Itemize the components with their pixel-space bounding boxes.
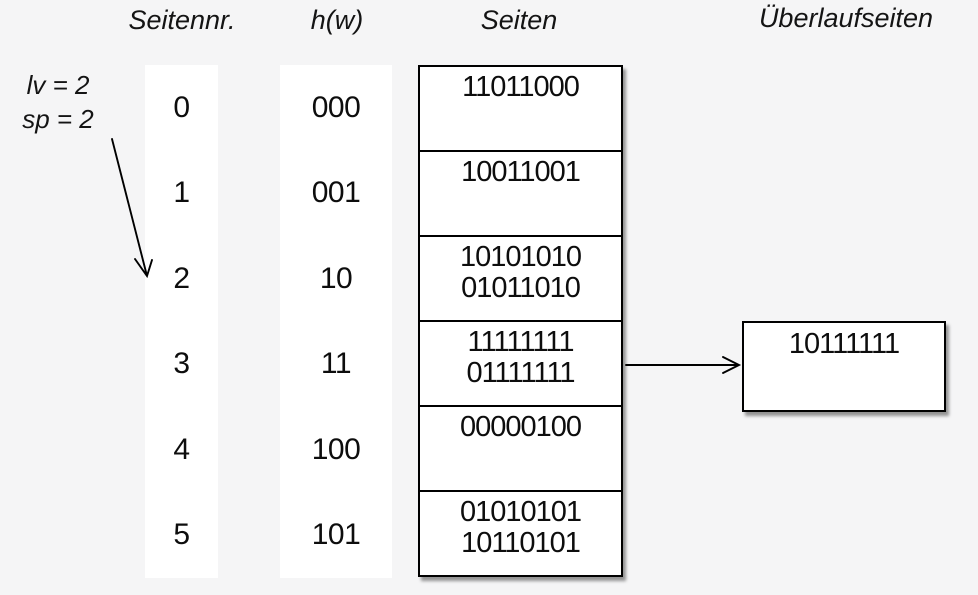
overflow-page-entry: 10111111: [788, 328, 900, 360]
page-entry: 10101010: [459, 241, 582, 273]
hash-value: 101: [311, 518, 361, 552]
table-row: 10011001: [420, 150, 621, 235]
table-row: 00000100: [420, 405, 621, 490]
sp-annotation-line: sp = 2: [22, 104, 94, 134]
page-number-column: 0 1 2 3 4 5: [145, 65, 218, 578]
column-header-pages: Seiten: [480, 5, 558, 35]
hash-value: 100: [311, 432, 361, 466]
lv-annotation-line: lv = 2: [26, 70, 90, 100]
page-entry: 00000100: [459, 411, 582, 443]
page-number: 3: [173, 347, 190, 381]
page-entry: 01111111: [466, 357, 575, 389]
column-header-page-number: Seitennr.: [128, 5, 236, 35]
page-entry: 01011010: [461, 272, 581, 304]
page-entry: 10011001: [461, 156, 581, 188]
column-header-hash-function: h(w): [310, 5, 364, 35]
page-entry: 11111111: [467, 326, 575, 358]
table-row: 11011000: [420, 67, 621, 150]
page-number: 4: [173, 432, 190, 466]
page-entry: 01010101: [459, 496, 582, 528]
lv-sp-annotation: lv = 2 sp = 2: [12, 68, 104, 136]
page-entry: 11011000: [462, 71, 580, 103]
overflow-page-box: 10111111: [742, 321, 946, 412]
hash-value: 11: [320, 347, 352, 381]
page-number: 0: [173, 90, 190, 124]
page-number: 5: [173, 518, 190, 552]
hash-value: 10: [319, 261, 353, 295]
page-entry: 10110101: [461, 527, 581, 559]
hash-value: 001: [311, 176, 361, 210]
page-number: 1: [173, 176, 190, 210]
page-number: 2: [173, 261, 190, 295]
hash-value-column: 000 001 10 11 100 101: [280, 65, 392, 578]
hash-value: 000: [311, 90, 361, 124]
overflow-link-arrow: [625, 356, 742, 374]
column-header-overflow-pages: Überlaufseiten: [758, 3, 934, 33]
